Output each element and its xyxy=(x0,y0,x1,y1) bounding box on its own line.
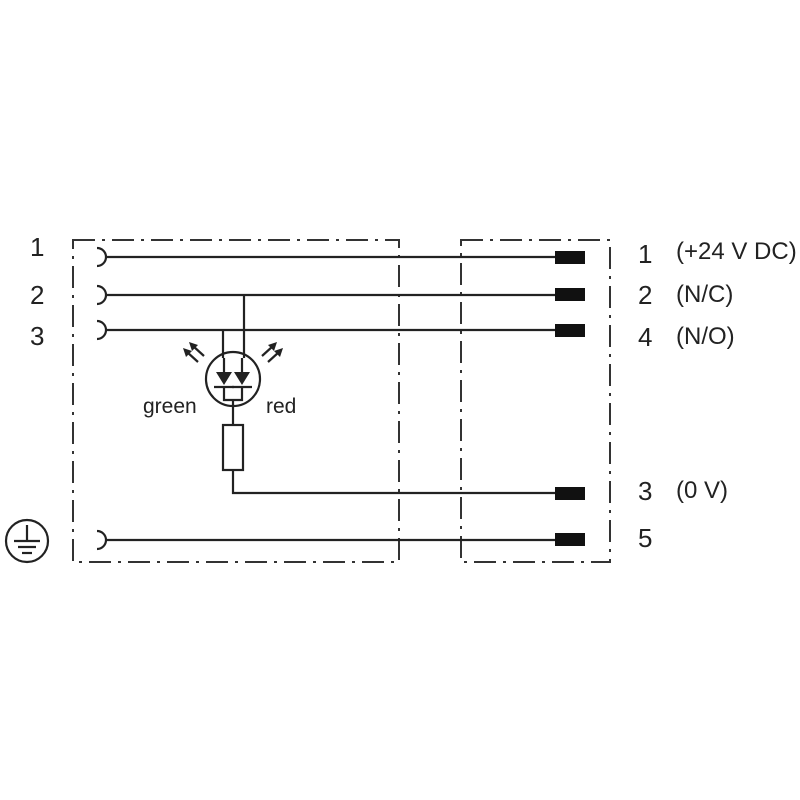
left-pin-3-label: 3 xyxy=(30,321,44,351)
pin-contact-3 xyxy=(555,487,585,500)
left-pin-1-label: 1 xyxy=(30,232,44,262)
right-pin-5-number: 5 xyxy=(638,523,652,553)
left-pin-2-label: 2 xyxy=(30,280,44,310)
pin-contact-4 xyxy=(555,324,585,337)
socket-contact-2 xyxy=(96,284,108,306)
right-connector-housing xyxy=(460,239,611,563)
resistor-icon xyxy=(221,423,245,472)
led-label-red: red xyxy=(266,395,296,418)
pin-contact-1 xyxy=(555,251,585,264)
left-connector-housing xyxy=(72,239,400,563)
dual-led-icon xyxy=(183,295,283,425)
right-pin-2-signal: (N/C) xyxy=(676,281,733,308)
pin-contacts xyxy=(555,251,585,546)
led-label-green: green xyxy=(143,395,197,418)
right-pin-4-signal: (N/O) xyxy=(676,323,735,350)
socket-contact-3 xyxy=(96,319,108,341)
ground-icon xyxy=(4,518,50,564)
socket-contact-1 xyxy=(96,246,108,268)
pin-contact-5 xyxy=(555,533,585,546)
right-pin-3-signal: (0 V) xyxy=(676,477,728,504)
socket-contacts xyxy=(96,246,108,551)
wire-led-to-pin3 xyxy=(231,470,560,495)
right-pin-4-number: 4 xyxy=(638,322,652,352)
right-pin-1-signal: (+24 V DC) xyxy=(676,238,797,265)
right-pin-1-number: 1 xyxy=(638,239,652,269)
right-pin-2-number: 2 xyxy=(638,280,652,310)
right-pin-3-number: 3 xyxy=(638,476,652,506)
pin-contact-2 xyxy=(555,288,585,301)
socket-contact-ground xyxy=(96,529,108,551)
wires xyxy=(105,255,560,542)
